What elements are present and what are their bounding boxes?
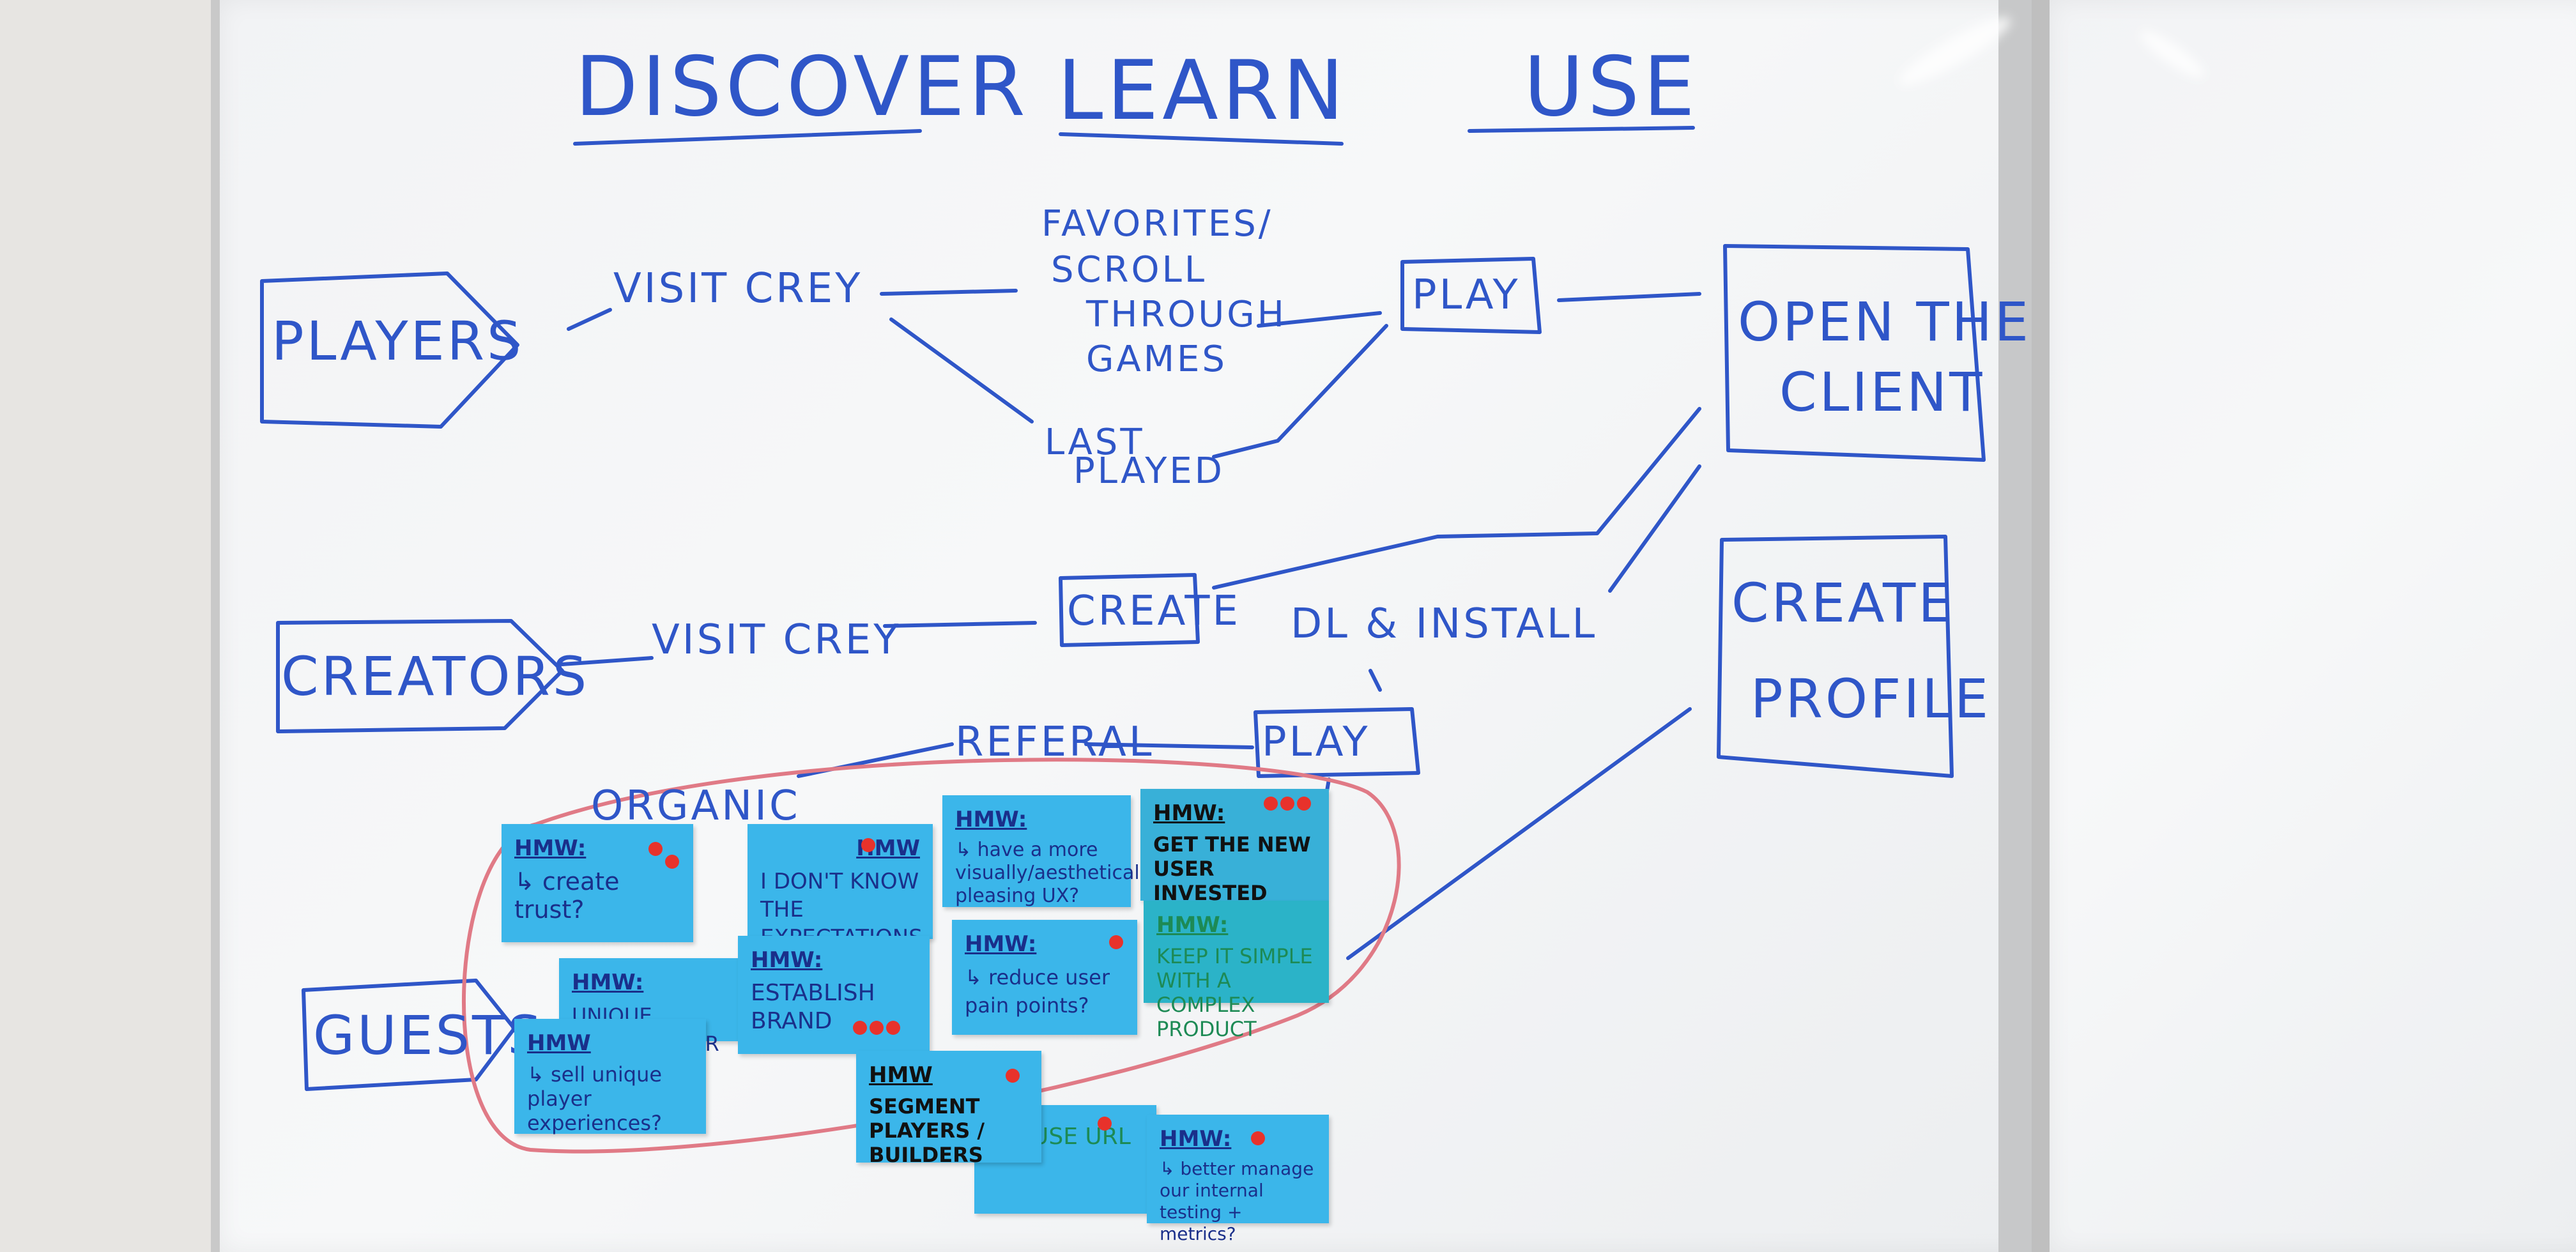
step-play-players: PLAY [1412,271,1521,319]
vote-dot [1251,1131,1265,1145]
sticky-text: ↳ sell unique player experiences? [527,1062,663,1135]
step-last-played-1: LAST [1045,422,1145,463]
open-client-line2: CLIENT [1779,361,1985,424]
sticky-hmw: HMW: [1153,800,1225,826]
create-profile-line2: PROFILE [1751,668,1991,730]
open-client-box [1723,244,1986,462]
vote-dot [886,1021,900,1035]
whiteboard-frame [1998,0,2032,1252]
sticky-text: KEEP IT SIMPLE WITH A COMPLEX PRODUCT [1156,944,1313,1041]
vote-dot [1297,797,1311,811]
sticky-text: SEGMENT PLAYERS / BUILDERS [869,1094,985,1167]
sticky-note-visual-ux: HMW: ↳ have a more visually/aestheticall… [942,795,1156,907]
step-organic: ORGANIC [591,782,801,830]
sticky-text: ↳ reduce user pain points? [965,965,1110,1018]
red-circle [462,758,1401,1154]
step-favorites-4: GAMES [1086,339,1227,380]
creators-box [276,619,564,733]
vote-dot [1006,1069,1020,1083]
sticky-hmw: HMW: [572,970,644,995]
sticky-hmw: HMW: [514,836,586,861]
sticky-hmw: HMW [527,1030,591,1056]
sticky-note-expectations: HMW I DON'T KNOW THE EXPECTATIONS [747,824,933,950]
step-favorites-1: FAVORITES/ [1041,203,1273,245]
persona-players: PLAYERS [272,310,524,372]
vote-dot [853,1021,867,1035]
vote-dot [648,842,663,856]
sticky-hmw: HMW [856,836,920,861]
sticky-text: ↳ have a more visually/aesthetically ple… [955,839,1156,907]
step-favorites-2: SCROLL [1051,249,1208,291]
sticky-text: ↳ better manage our internal testing + m… [1160,1158,1314,1244]
sticky-text: ESTABLISH BRAND [751,980,875,1034]
sticky-note-internal-testing: HMW: ↳ better manage our internal testin… [1147,1115,1329,1244]
persona-creators: CREATORS [281,645,590,708]
sticky-text: USE URL [1032,1124,1131,1150]
sticky-hmw: HMW: [965,931,1037,957]
sticky-note-unique-experiences: HMW ↳ sell unique player experiences? [514,1019,706,1135]
header-discover: DISCOVER [575,40,1029,135]
create-profile-box [1717,535,1954,778]
sticky-text: ↳ create trust? [514,867,620,924]
vote-dot [1109,935,1123,949]
sticky-hmw: HMW: [751,947,823,973]
vote-dot [861,838,875,852]
step-dl-install: DL & INSTALL [1291,600,1598,648]
sticky-note-pain-points: HMW: ↳ reduce user pain points? [952,920,1137,1035]
step-create: CREATE [1067,588,1241,635]
header-use: USE [1524,40,1699,135]
sticky-hmw: HMW: [1160,1126,1232,1152]
step-visit-crey-players: VISIT CREY [613,265,863,312]
sticky-hmw: HMW: [955,807,1027,832]
sticky-note-keep-simple: HMW: KEEP IT SIMPLE WITH A COMPLEX PRODU… [1144,901,1329,1041]
vote-dot [1098,1117,1112,1131]
vote-dot [665,855,679,869]
persona-guests: GUESTS [313,1004,544,1067]
create-profile-line1: CREATE [1731,572,1955,634]
sticky-note-create-trust: HMW: ↳ create trust? [502,824,693,942]
sticky-note-establish-brand: HMW: ESTABLISH BRAND [738,936,930,1054]
sticky-hmw: HMW: [1156,912,1229,938]
vote-dot [870,1021,884,1035]
step-last-played-2: PLAYED [1073,450,1225,492]
sticky-hmw: HMW [869,1062,933,1088]
whiteboard-side [2032,0,2576,1252]
players-box [260,271,519,429]
step-favorites-3: THROUGH [1086,294,1287,335]
step-referral: REFERAL [955,719,1154,766]
step-play-guests: PLAY [1262,719,1370,766]
guests-box [302,979,516,1091]
header-learn: LEARN [1057,43,1348,139]
vote-dot [1264,797,1278,811]
sticky-note-new-user-invested: HMW: GET THE NEW USER INVESTED BEFORE DO… [1140,789,1329,954]
open-client-line1: OPEN THE [1738,291,2031,353]
sticky-note-segment-players: HMW SEGMENT PLAYERS / BUILDERS [856,1051,1041,1167]
vote-dot [1280,797,1294,811]
step-visit-crey-creators: VISIT CREY [652,616,901,664]
